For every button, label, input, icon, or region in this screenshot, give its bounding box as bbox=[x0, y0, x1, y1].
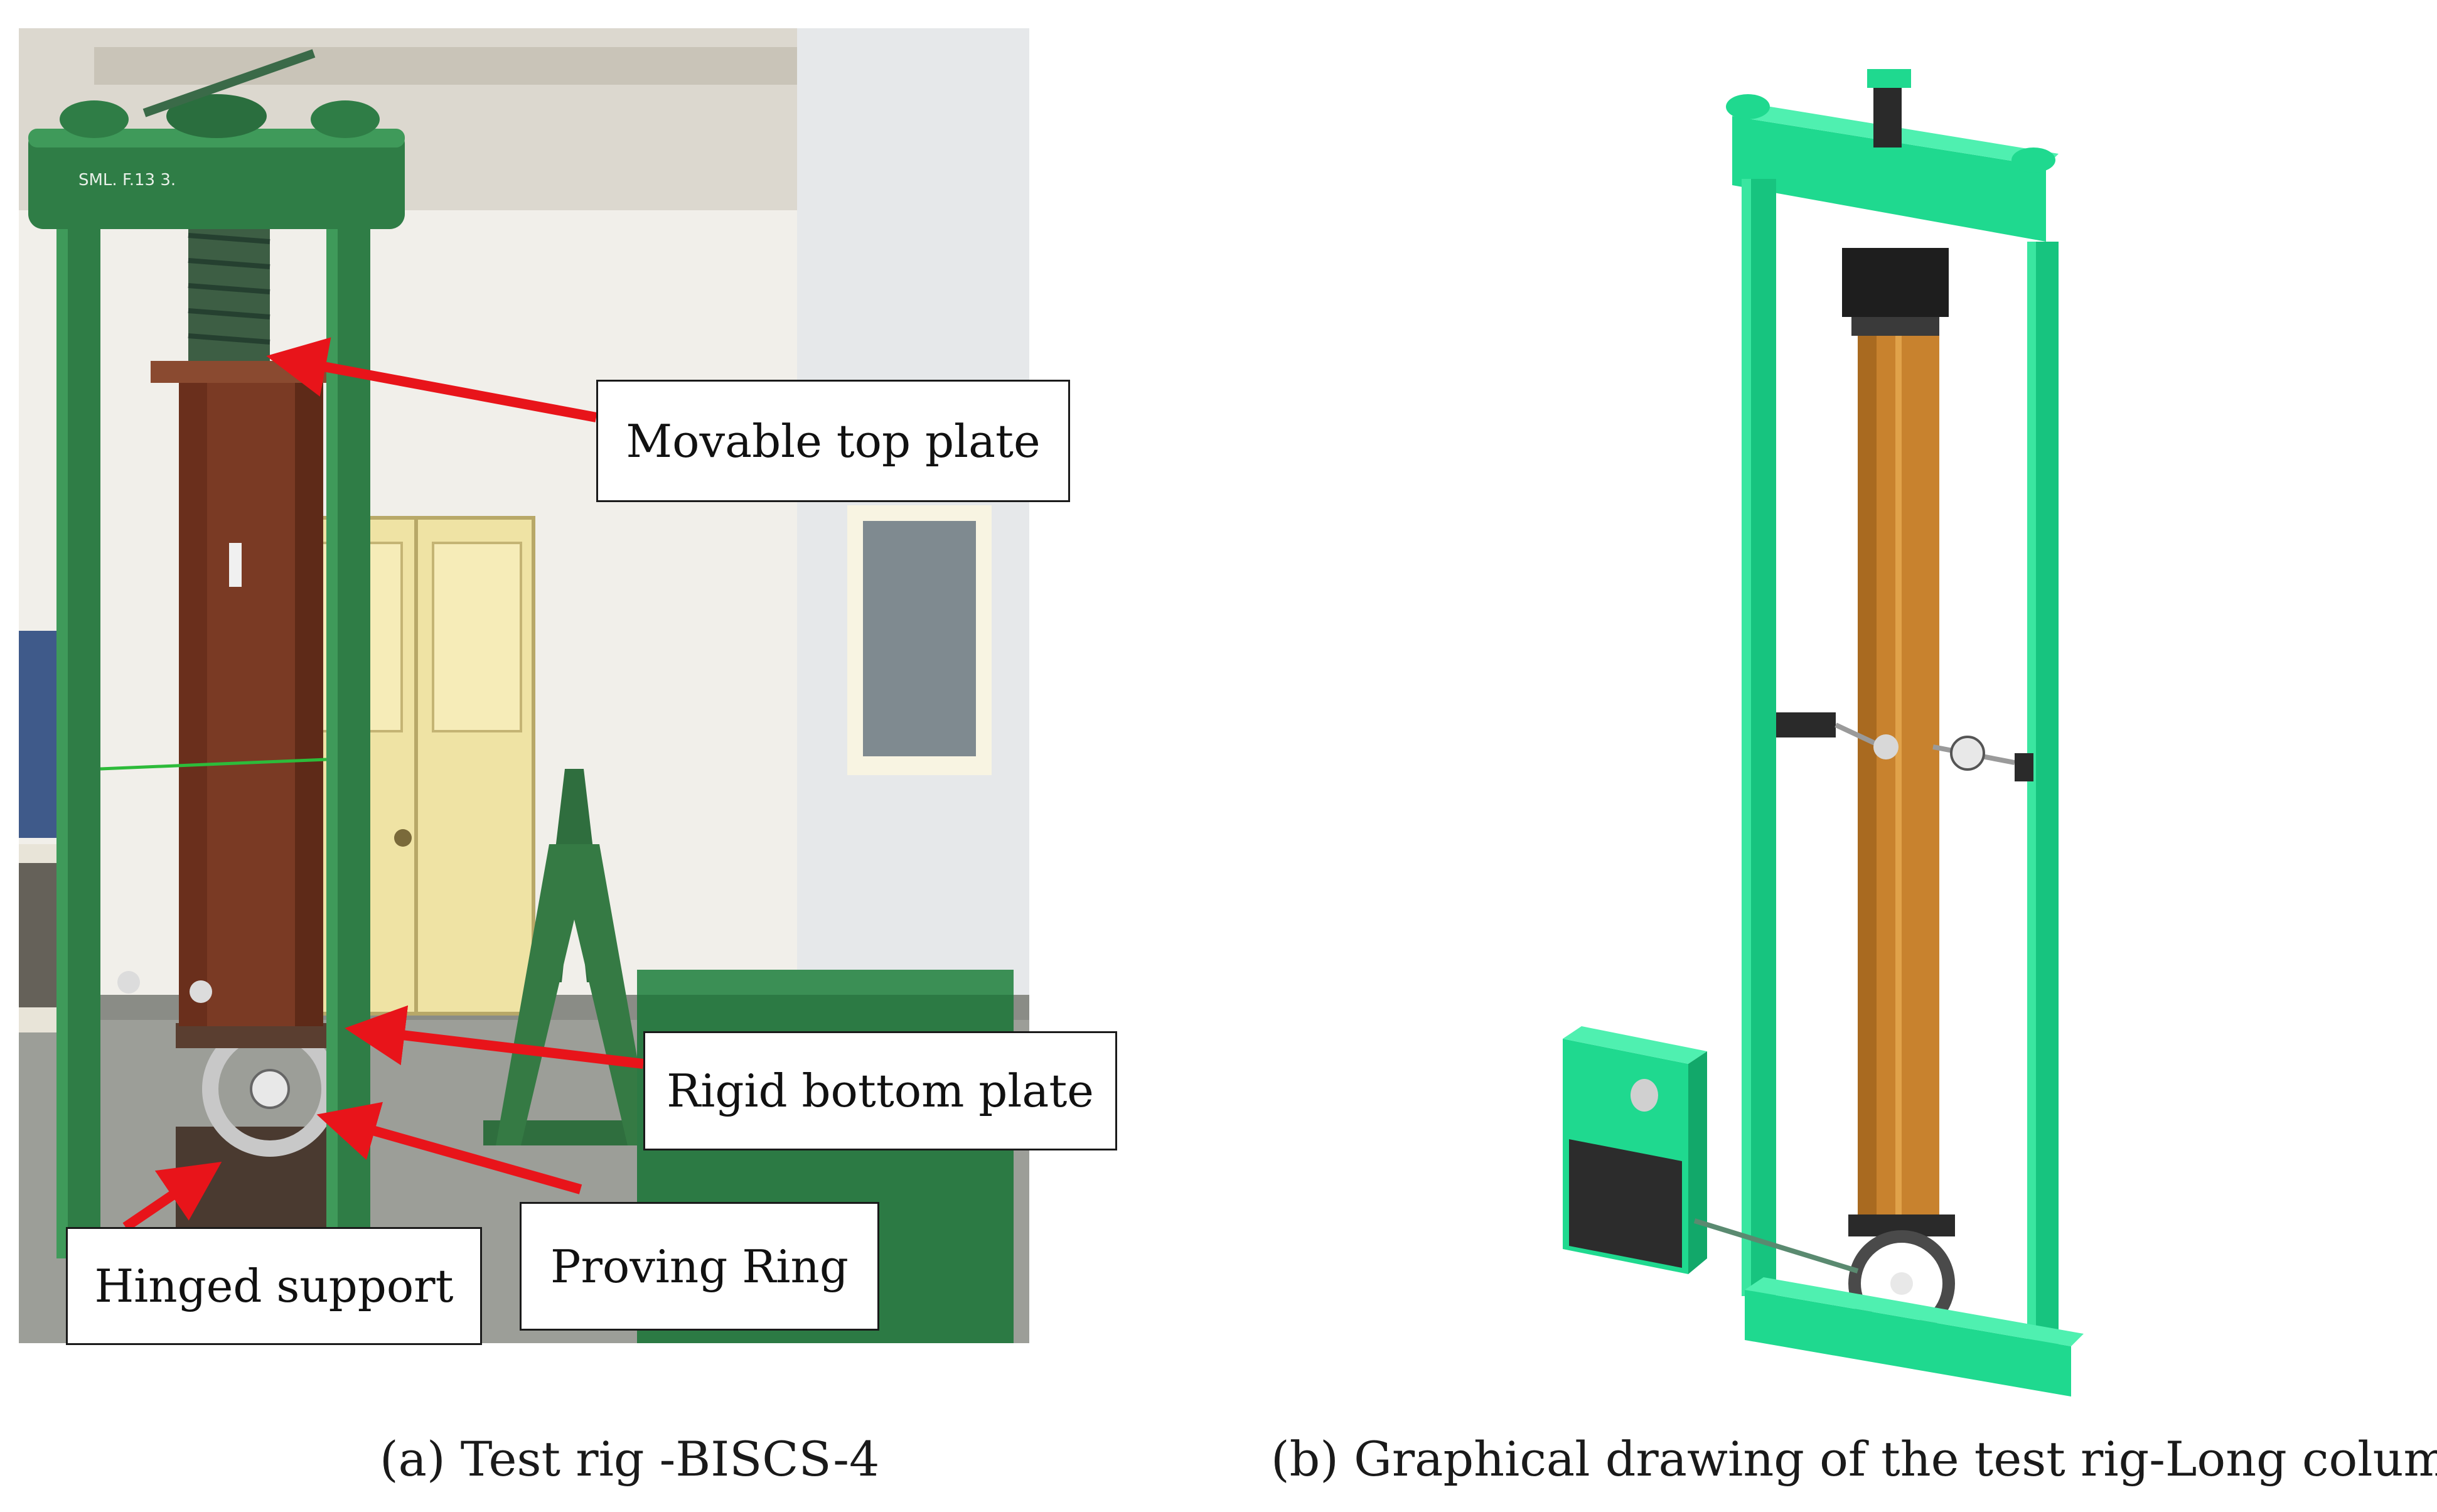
test-rig-photo: SML. F.13 3. bbox=[19, 28, 1029, 1343]
frame-marking: SML. F.13 3. bbox=[78, 171, 176, 190]
test-rig-render-scene bbox=[1563, 69, 2084, 1397]
caption-b: (b) Graphical drawing of the test rig-Lo… bbox=[1271, 1431, 2437, 1487]
label-movable-top-plate: Movable top plate bbox=[596, 380, 1070, 502]
test-rig-render bbox=[1381, 60, 2234, 1422]
label-proving-ring: Proving Ring bbox=[520, 1202, 879, 1331]
label-hinged-support: Hinged support bbox=[66, 1227, 482, 1345]
caption-a: (a) Test rig -BISCS-4 bbox=[380, 1431, 880, 1487]
label-rigid-bottom-plate: Rigid bottom plate bbox=[643, 1031, 1117, 1150]
test-rig-photo-scene: SML. F.13 3. bbox=[19, 28, 1029, 1343]
